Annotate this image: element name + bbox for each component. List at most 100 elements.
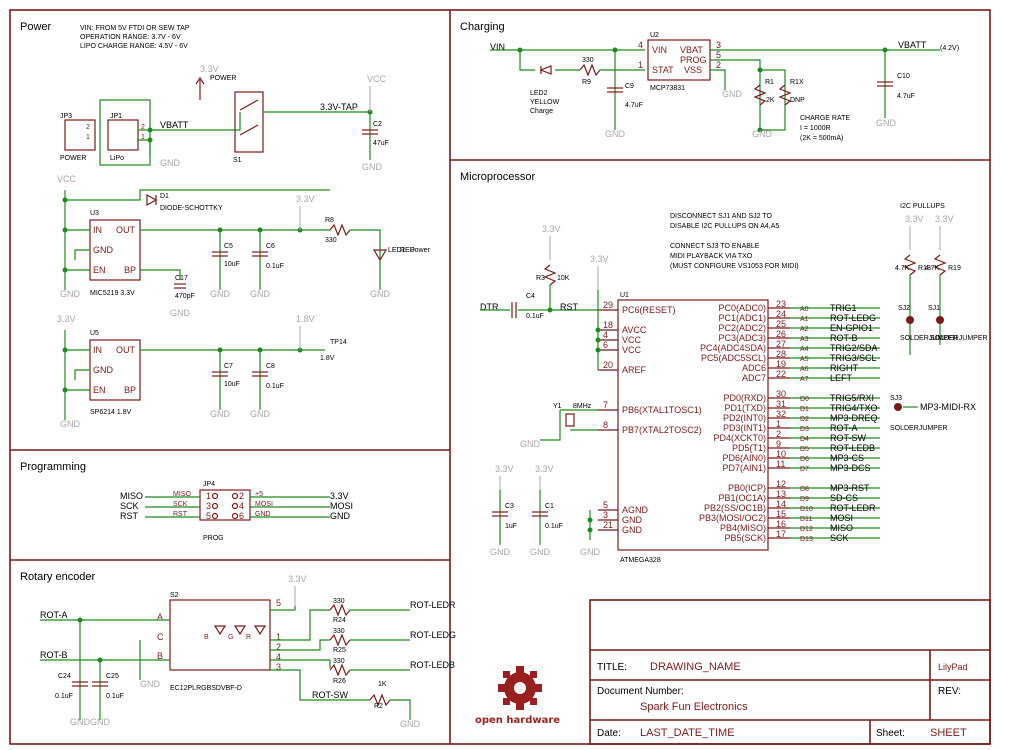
u1-pin-name: PD0(RXD) [723,393,766,403]
header-pin [211,502,219,510]
junction-dot [757,67,763,73]
u1-pin-alias: D4 [800,436,809,443]
u1-pin-name: PC1(ADC1) [718,313,766,323]
u1-pin-number: 1 [776,419,781,429]
gnd-label: GND [490,547,511,557]
r9-value: 330 [582,57,594,64]
u1-pin-number: 20 [603,360,613,370]
c3-value: 1uF [505,523,517,530]
wire [270,606,296,611]
pin-number: 5 [276,598,281,608]
net-rot-a: ROT-A [40,610,68,620]
c2-value: 47uF [373,140,389,147]
c3-ref: C3 [505,503,514,510]
gnd-label: GND [170,308,191,318]
u1-pin-number: 22 [776,369,786,379]
i2c-label: I2C PULLUPS [900,203,945,210]
power-note: LIPO CHARGE RANGE: 4.5V - 6V [80,43,188,50]
date-label: Date: [597,728,621,739]
c8-value: 0.1uF [266,383,284,390]
junction-dot [62,347,68,353]
micro-note: DISABLE I2C PULLUPS ON A4,A5 [670,223,779,230]
net-gnd: GND [330,511,351,521]
u1-atmega328 [617,299,769,551]
r8-value: 330 [325,237,337,244]
jp4-header [199,489,251,521]
pin-number: 4 [638,40,643,50]
u1-net-label: LEFT [830,373,853,383]
u5-pin-gnd: GND [93,365,114,375]
prog-pin-label: MISO [173,491,191,498]
u1-pin-name: PB7(XTAL2TOSC2) [622,425,702,435]
junction-dot [147,127,153,133]
u1-pin-name: ADC6 [742,363,766,373]
company-name: Spark Fun Electronics [640,701,748,713]
c8-ref: C8 [266,363,275,370]
junction-dot [595,347,601,353]
junction-dot [757,127,763,133]
gnd-label: GND [90,717,111,727]
gnd-label: GND [400,719,421,729]
logo-text: open hardware [475,715,560,726]
led2-ref: LED2 [530,90,548,97]
u1-pin-number: 16 [776,519,786,529]
gnd-label: GND [752,129,773,139]
header-pin [231,502,239,510]
r3-value: 10K [557,275,570,282]
u2-pin-vss: VSS [684,65,702,75]
encoder-pin-b: B [157,651,163,661]
r3-resistor [543,264,557,286]
r1-value: 2K [766,97,775,104]
u1-net-label: MOSI [830,513,853,523]
r3-ref: R3 [536,275,545,282]
u1-net-label: ROT-LEDR [830,503,876,513]
u1-pin-number: 25 [776,319,786,329]
prog-pin-label: SCK [173,501,188,508]
u1-pin-name: PD3(INT1) [723,423,766,433]
led2-function: Charge [530,108,553,115]
u1-pin-number: 15 [776,509,786,519]
u1-net-label: MISO [830,523,853,533]
u1-net-label: EN-GPIO1 [830,323,873,333]
u5-value: SP6214 1.8V [90,409,132,416]
vbatt-voltage: (4.2V) [940,45,959,52]
u1-pin-alias: D5 [800,446,809,453]
supply-label: VCC [57,174,77,184]
r1x-ref: R1X [790,79,804,86]
u1-pin-name: PB3(MOSI/OC2) [699,513,766,523]
u1-pin-number: 26 [776,329,786,339]
u1-net-label: TRIG3/SCL [830,353,877,363]
sj2-ref: SJ2 [898,305,910,312]
charge-note: CHARGE RATE [800,115,850,122]
supply-label: 3.3V [535,464,554,474]
sj-value: SOLDERJUMPER [900,335,958,342]
r25-ref: R25 [333,647,346,654]
header-pin [211,512,219,520]
u3-pin-out: OUT [116,225,136,235]
c17-value: 470pF [175,293,195,300]
s1-blade [239,124,259,136]
pin-number: 3 [276,662,281,672]
encoder-led [213,625,227,636]
s1-value: POWER [210,75,236,82]
u1-pin-name: PC2(ADC2) [718,323,766,333]
c17-ref: C17 [175,275,188,282]
net-vbatt: VBATT [898,40,927,50]
wire-bp [140,269,181,280]
u1-pin-name: PB6(XTAL1TOSC1) [622,405,702,415]
junction-dot [62,227,68,233]
u1-pin-number: 30 [776,389,786,399]
u1-pin-alias: A2 [800,326,809,333]
r1-resistor [753,84,767,106]
supply-label: 3.3V [288,574,307,584]
junction-dot [595,327,601,333]
u2-pin-vbat: VBAT [680,45,703,55]
u1-pin-alias: D10 [800,506,813,513]
sheet-label: Sheet: [876,728,905,739]
section-title-programming: Programming [20,461,86,473]
u2-pin-vin: VIN [652,45,667,55]
u5-pin-bp: BP [124,385,136,395]
u1-net-label: MP3-RST [830,483,870,493]
u1-pin-name: PC3(ADC3) [718,333,766,343]
c4-ref: C4 [526,293,535,300]
